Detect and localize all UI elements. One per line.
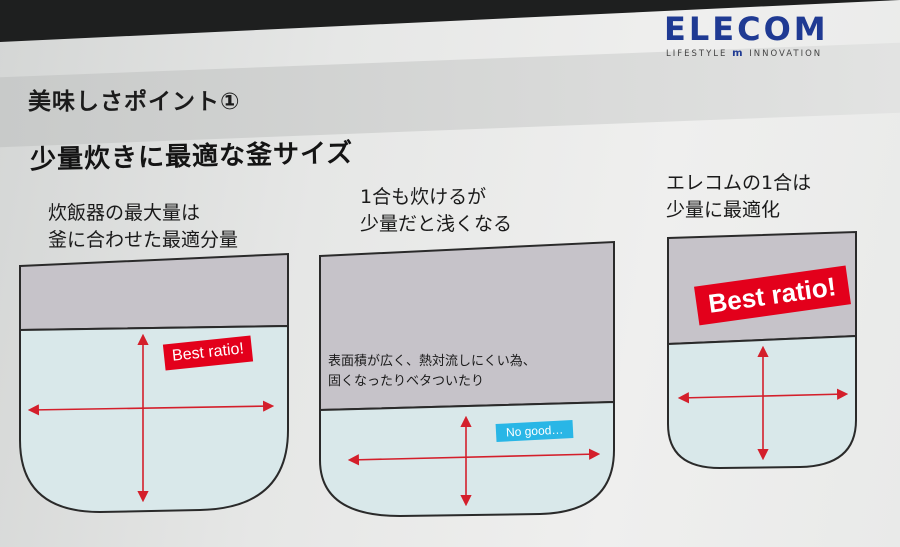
pot2-note-line1: 表面積が広く、熱対流しにくい為、 [328,354,536,369]
pot3-rice-water [667,334,857,470]
pot1-diagram [19,252,289,514]
elecom-logo: ELECOM LIFESTYLE m INNOVATION [664,8,884,63]
pot1-caption-line2: 釜に合わせた最適分量 [48,229,239,251]
pot2-caption-line2: 少量だと浅くなる [360,213,513,235]
logo-tagline: LIFESTYLE m INNOVATION [666,48,822,59]
pot1-caption-line1: 炊飯器の最大量は [48,202,201,224]
pot2-width-arrow [347,448,601,466]
slide-heading: 美味しさポイント① [28,89,241,115]
pot2-caption: 1合も炊けるが 少量だと浅くなる [360,184,512,238]
pot3-caption-line1: エレコムの1合は [666,172,812,194]
tagline-right: INNOVATION [749,49,823,59]
pot1-rice-water [19,324,289,514]
pot3-caption: エレコムの1合は 少量に最適化 [666,170,811,224]
pot1-width-arrow [27,400,275,416]
tagline-mark: m [732,48,745,59]
pot2-caption-line1: 1合も炊けるが [360,186,487,208]
pot1-caption: 炊飯器の最大量は 釜に合わせた最適分量 [48,200,238,254]
tagline-left: LIFESTYLE [666,49,728,59]
pot1-empty-area [19,252,289,332]
logo-wordmark: ELECOM [664,10,829,48]
pot2-note-line2: 固くなったりベタついたり [328,374,485,389]
pot3-caption-line2: 少量に最適化 [666,199,781,221]
pot2-note: 表面積が広く、熱対流しにくい為、 固くなったりベタついたり [328,352,536,392]
